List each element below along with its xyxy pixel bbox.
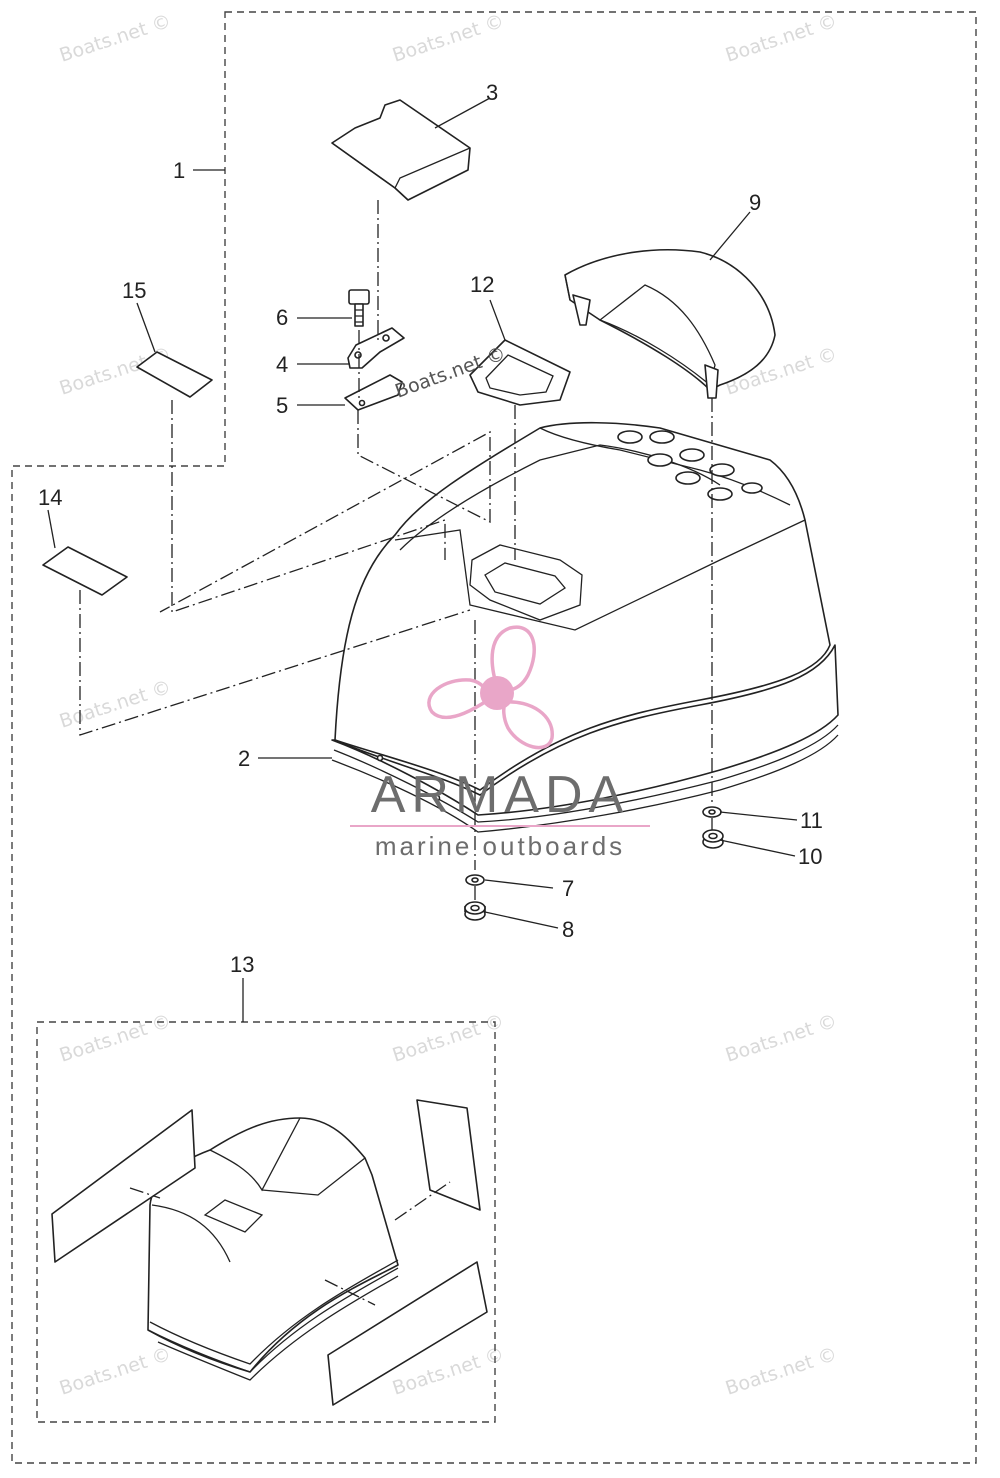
vent-holes: [617, 430, 763, 501]
assembly-1-boundary: [11, 11, 977, 1464]
callout-12: 12: [470, 272, 494, 297]
callout-13: 13: [230, 952, 254, 977]
callout-4: 4: [276, 352, 288, 377]
lock-bracket: [331, 99, 471, 201]
watermark: Boats.net ©: [390, 1010, 507, 1067]
callout-14: 14: [38, 485, 62, 510]
assembly-lines: [79, 200, 713, 902]
kit-13-boundary: [36, 1021, 496, 1423]
washer: [465, 874, 485, 886]
callout-3: 3: [486, 80, 498, 105]
watermark: Boats.net ©: [723, 1010, 840, 1067]
plate: [344, 374, 403, 411]
callout-7: 7: [562, 876, 574, 901]
armada-logo: ARMADA marine outboards: [350, 625, 650, 861]
decal-left: [51, 1109, 196, 1263]
watermark: Boats.net ©: [57, 10, 174, 67]
top-cowling: [331, 421, 839, 833]
watermark: Boats.net ©: [390, 10, 507, 67]
propeller-icon: [427, 625, 554, 750]
nut: [702, 829, 724, 849]
decal-15: [136, 351, 213, 398]
armada-wordmark: ARMADA: [371, 766, 629, 824]
decal-right-top: [416, 1099, 481, 1211]
decal-14: [42, 546, 128, 596]
callout-9: 9: [749, 190, 761, 215]
leader-lines: [47, 97, 798, 1022]
nut: [464, 901, 486, 921]
decal-kit: [51, 1099, 488, 1406]
callout-10: 10: [798, 844, 822, 869]
watermark: Boats.net ©: [57, 1343, 174, 1400]
watermark: Boats.net ©: [723, 10, 840, 67]
watermark: Boats.net ©: [723, 1343, 840, 1400]
armada-tagline: marine outboards: [375, 831, 625, 861]
callout-11: 11: [800, 808, 823, 833]
callout-15: 15: [122, 278, 146, 303]
screw: [348, 289, 370, 327]
washer: [702, 806, 722, 818]
callout-6: 6: [276, 305, 288, 330]
decal-right-bottom: [327, 1261, 488, 1406]
callout-1: 1: [173, 158, 185, 183]
callout-5: 5: [276, 393, 288, 418]
watermark: Boats.net ©: [57, 1010, 174, 1067]
callout-8: 8: [562, 917, 574, 942]
callout-labels: 1 2 3 4 5 6 7 8 9 10 11 12 13 14 15: [38, 80, 823, 977]
rear-cover: [564, 249, 776, 399]
callout-2: 2: [238, 746, 250, 771]
hook: [347, 327, 405, 369]
